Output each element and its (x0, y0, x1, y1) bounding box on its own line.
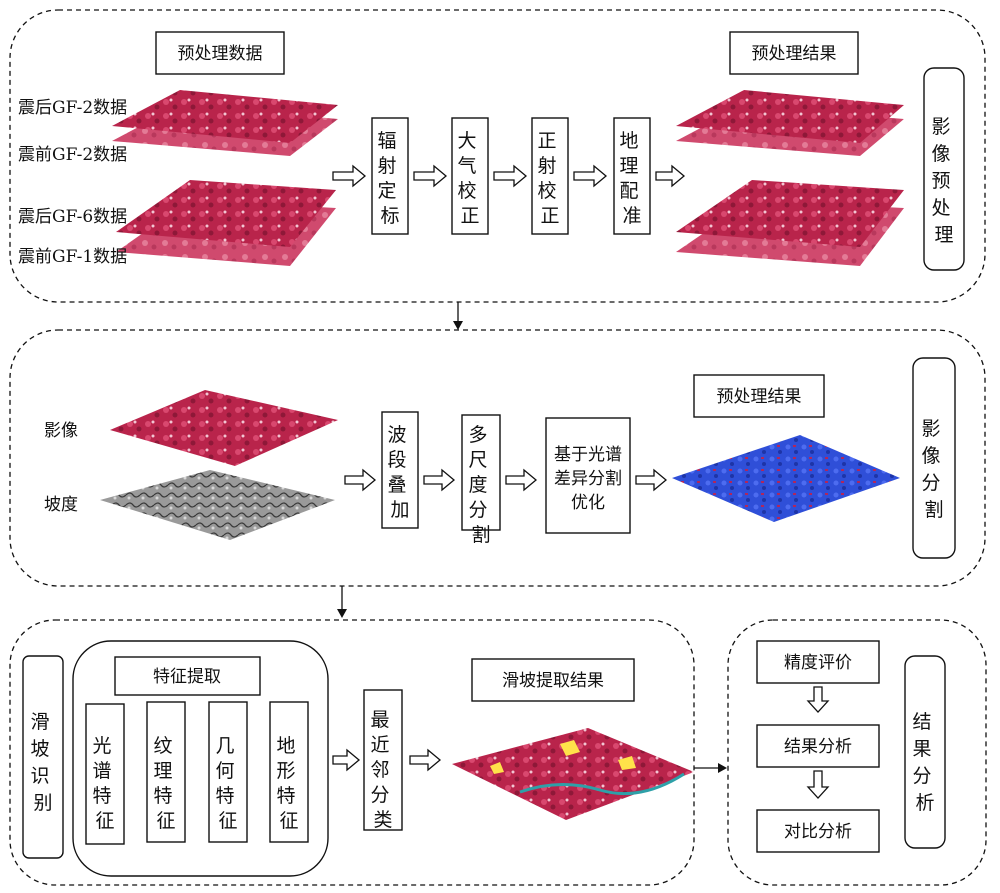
seg-input-label-image: 影像 (44, 421, 78, 441)
result-analysis-label: 结果分析 (784, 737, 852, 757)
seg-result-header-box (693, 374, 825, 418)
arrow-to-atmospheric (413, 164, 448, 188)
arrow-to-optimize (505, 468, 538, 492)
result-image-post-2 (676, 180, 904, 247)
step-optimize-line1: 基于光谱 (554, 445, 622, 465)
step-optimize-box (545, 417, 631, 534)
feature-group-frame (72, 640, 329, 877)
feature-spectral-label: 光 谱 特 征 (92, 735, 117, 832)
feature-terrain-label: 地 形 特 征 (276, 735, 301, 832)
arrow-to-result-analysis (806, 686, 830, 713)
feature-geometric-label: 几 何 特 征 (215, 735, 240, 832)
side-analysis-box (904, 655, 946, 849)
step-radiometric-label: 辐 射 定 标 (377, 130, 402, 227)
step-ortho-box (531, 117, 569, 235)
landslide-patch-1 (560, 740, 580, 756)
arrow-to-result1 (655, 164, 686, 188)
comparison-box (756, 809, 880, 853)
result-analysis-box (756, 724, 880, 768)
feature-texture-box (146, 701, 186, 843)
step-atmospheric-box (451, 117, 489, 235)
panel-segmentation (9, 329, 986, 587)
step-georef-box (613, 117, 651, 235)
side-segmentation-label: 影 像 分 割 (921, 418, 946, 521)
side-identification-label: 滑 坡 识 别 (30, 711, 55, 814)
side-analysis-label: 结 果 分 析 (912, 711, 937, 814)
step-optimize-line2: 差异分割 (554, 469, 622, 489)
arrow-to-classifier (332, 748, 361, 772)
seg-result-header: 预处理结果 (717, 387, 802, 407)
landslide-result-image (452, 728, 694, 820)
input-label-gf1-pre: 震前GF-1数据 (18, 247, 127, 267)
arrow-to-ortho (493, 164, 528, 188)
preprocess-result-header-box (729, 31, 859, 75)
landslide-result-header-box (471, 658, 635, 702)
preprocess-data-header: 预处理数据 (178, 44, 263, 64)
step-multiscale-box (461, 414, 501, 531)
landslide-result-header: 滑坡提取结果 (502, 671, 604, 691)
input-label-gf6-post: 震后GF-6数据 (18, 207, 127, 227)
step-georef-label: 地 理 配 准 (619, 130, 644, 227)
arrow-to-landslide-result (409, 748, 442, 772)
side-preprocessing-box (923, 67, 965, 271)
connector-3-4-head (718, 763, 727, 773)
arrow-to-band-stack (344, 468, 377, 492)
panel-identification (9, 619, 695, 886)
landslide-river (519, 772, 685, 796)
seg-result-image (672, 435, 900, 522)
landslide-patch-2 (618, 756, 636, 770)
connector-2-3-head (337, 609, 347, 618)
arrow-to-comparison (806, 770, 830, 799)
landslide-patch-3 (490, 762, 504, 774)
feature-geometric-box (208, 701, 248, 843)
step-radiometric-box (371, 117, 409, 235)
arrow-to-radiometric (332, 164, 367, 188)
arrow-to-seg-result (635, 468, 668, 492)
arrow-to-georef (573, 164, 608, 188)
side-preprocessing-label: 影 像 预 处 理 (931, 116, 956, 246)
panel-analysis (727, 619, 987, 886)
feature-header: 特征提取 (153, 667, 221, 687)
result-image-post-1 (676, 90, 904, 143)
seg-input-false-color-image (110, 390, 338, 466)
feature-header-box (114, 656, 261, 696)
step-ortho-label: 正 射 校 正 (537, 130, 562, 227)
feature-terrain-box (269, 701, 309, 843)
step-multiscale-label: 多 尺 度 分 割 (468, 424, 493, 546)
image-gf6-post (116, 180, 336, 247)
side-identification-box (22, 655, 64, 859)
connector-1-2-head (453, 321, 463, 330)
comparison-label: 对比分析 (784, 822, 852, 842)
preprocess-result-header: 预处理结果 (752, 44, 837, 64)
side-segmentation-box (912, 357, 956, 559)
input-label-gf2-pre: 震前GF-2数据 (18, 145, 127, 165)
arrow-to-multiscale (423, 468, 456, 492)
feature-texture-label: 纹 理 特 征 (153, 735, 178, 832)
feature-spectral-box (85, 703, 125, 845)
step-band-stack-label: 波 段 叠 加 (387, 424, 412, 521)
input-label-gf2-post: 震后GF-2数据 (18, 98, 127, 118)
classifier-box (363, 689, 403, 831)
step-atmospheric-label: 大 气 校 正 (457, 130, 482, 227)
step-optimize-line3: 优化 (571, 493, 605, 513)
seg-input-label-slope: 坡度 (44, 495, 78, 515)
seg-input-slope-image (100, 470, 335, 540)
accuracy-box (756, 640, 880, 684)
classifier-label: 最 近 邻 分 类 (370, 709, 395, 831)
image-gf2-post (112, 90, 338, 143)
preprocess-data-header-box (155, 31, 285, 75)
step-band-stack-box (381, 411, 419, 529)
panel-preprocessing (9, 9, 986, 303)
accuracy-label: 精度评价 (784, 653, 852, 673)
